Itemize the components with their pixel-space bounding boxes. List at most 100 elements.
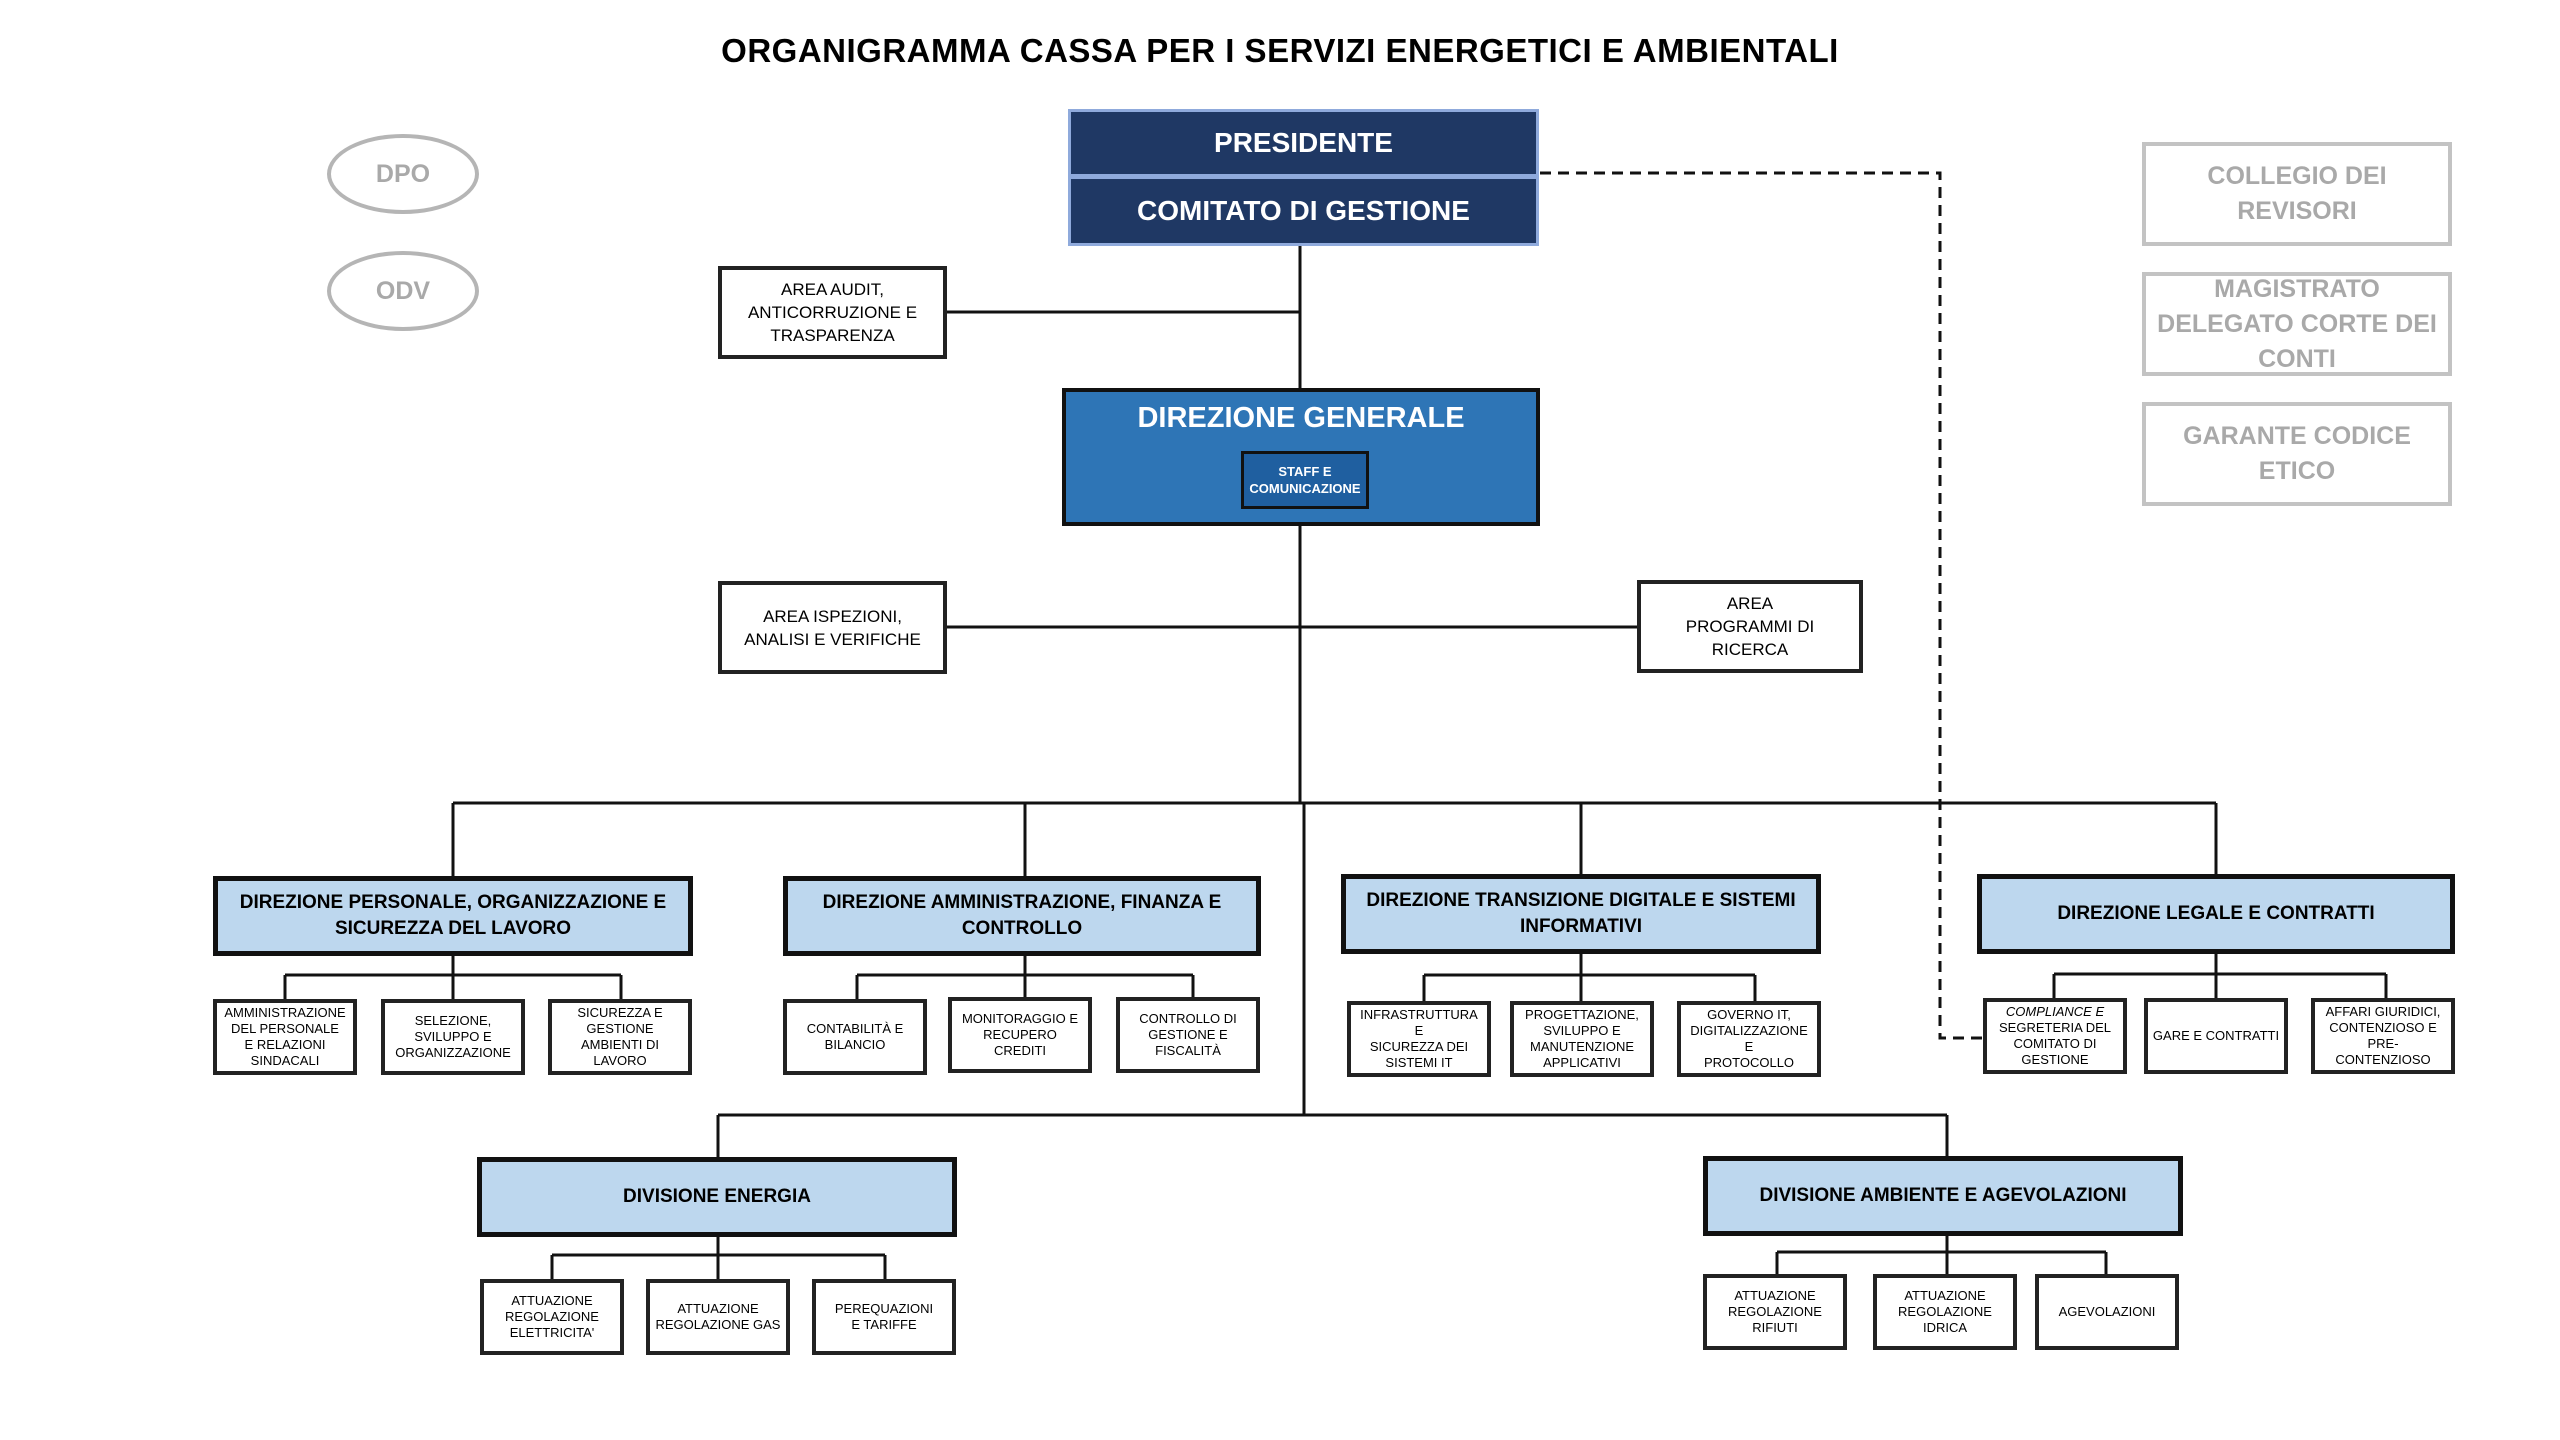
divisione-ambiente-box[interactable]: DIVISIONE AMBIENTE E AGEVOLAZIONI — [1703, 1156, 2183, 1236]
direzione-generale-label: DIREZIONE GENERALE — [1137, 402, 1465, 434]
area-audit-line: ANTICORRUZIONE E — [747, 303, 918, 322]
sub-line: SEGRETERIA DEL — [1999, 1020, 2111, 1035]
sub-line: GESTIONE — [2021, 1052, 2089, 1067]
staff-comunicazione-box[interactable]: STAFF E COMUNICAZIONE — [1241, 451, 1369, 509]
sub-line: REGOLAZIONE — [505, 1309, 599, 1324]
collegio-revisori-box[interactable]: COLLEGIO DEI REVISORI — [2142, 142, 2452, 246]
staff-line: COMUNICAZIONE — [1249, 481, 1361, 496]
sub-line: ATTUAZIONE — [1734, 1288, 1816, 1303]
sub-line: E TARIFFE — [851, 1317, 917, 1332]
sub-line: COMITATO DI — [2013, 1036, 2097, 1051]
area-ispezioni-line: AREA ISPEZIONI, — [763, 606, 902, 626]
sub-line: ATTUAZIONE — [677, 1301, 759, 1316]
sub-regolazione-gas[interactable]: ATTUAZIONE REGOLAZIONE GAS — [646, 1279, 790, 1355]
sub-line: PROGETTAZIONE, — [1525, 1007, 1639, 1022]
direzione-name-line: CONTROLLO — [961, 918, 1083, 939]
sub-sicurezza-ambienti[interactable]: SICUREZZA E GESTIONE AMBIENTI DI LAVORO — [548, 999, 692, 1075]
sub-line: MANUTENZIONE — [1530, 1039, 1634, 1054]
magistrato-line: CONTI — [2258, 344, 2336, 373]
dpo-oval[interactable]: DPO — [327, 134, 479, 214]
sub-line: LAVORO — [593, 1053, 647, 1068]
sub-affari-giuridici[interactable]: AFFARI GIURIDICI, CONTENZIOSO E PRE- CON… — [2311, 998, 2455, 1074]
direzione-name-line: DIREZIONE PERSONALE, ORGANIZZAZIONE E — [239, 892, 667, 913]
sub-line: GOVERNO IT, — [1707, 1007, 1791, 1022]
odv-label: ODV — [375, 276, 431, 305]
sub-selezione-sviluppo[interactable]: SELEZIONE, SVILUPPO E ORGANIZZAZIONE — [381, 999, 525, 1075]
sub-line: DIGITALIZZAZIONE E — [1690, 1023, 1808, 1054]
sub-controllo-gestione[interactable]: CONTROLLO DI GESTIONE E FISCALITÀ — [1116, 997, 1260, 1073]
chart-title: ORGANIGRAMMA CASSA PER I SERVIZI ENERGET… — [721, 32, 1839, 69]
sub-line: REGOLAZIONE RIFIUTI — [1728, 1304, 1822, 1335]
sub-regolazione-idrica[interactable]: ATTUAZIONE REGOLAZIONE IDRICA — [1873, 1274, 2017, 1350]
area-audit-box[interactable]: AREA AUDIT, ANTICORRUZIONE E TRASPARENZA — [718, 266, 947, 359]
magistrato-delegato-box[interactable]: MAGISTRATO DELEGATO CORTE DEI CONTI — [2142, 272, 2452, 376]
magistrato-line: MAGISTRATO — [2214, 274, 2380, 303]
sub-line: GARE E CONTRATTI — [2152, 1028, 2280, 1043]
collegio-revisori-label: COLLEGIO DEI REVISORI — [2207, 162, 2387, 225]
sub-compliance-segreteria[interactable]: COMPLIANCE E SEGRETERIA DEL COMITATO DI … — [1983, 998, 2127, 1074]
odv-oval[interactable]: ODV — [327, 251, 479, 331]
sub-gare-contratti[interactable]: GARE E CONTRATTI — [2144, 998, 2288, 1074]
sub-infrastruttura-it[interactable]: INFRASTRUTTURA E SICUREZZA DEI SISTEMI I… — [1347, 1001, 1491, 1077]
sub-line: AMMINISTRAZIONE — [224, 1005, 346, 1020]
sub-governo-it[interactable]: GOVERNO IT, DIGITALIZZAZIONE E PROTOCOLL… — [1677, 1001, 1821, 1077]
magistrato-line: DELEGATO CORTE DEI — [2157, 309, 2437, 338]
sub-line: APPLICATIVI — [1543, 1055, 1621, 1070]
sub-line: ELETTRICITA' — [509, 1325, 595, 1340]
sub-perequazioni-tariffe[interactable]: PEREQUAZIONI E TARIFFE — [812, 1279, 956, 1355]
area-ispezioni-box[interactable]: AREA ISPEZIONI, ANALISI E VERIFICHE — [718, 581, 947, 674]
sub-contabilita-bilancio[interactable]: CONTABILITÀ E BILANCIO — [783, 999, 927, 1075]
sub-line: SISTEMI IT — [1385, 1055, 1453, 1070]
sub-line: AGEVOLAZIONI — [2058, 1304, 2156, 1319]
sub-line: ATTUAZIONE — [1904, 1288, 1986, 1303]
sub-line: REGOLAZIONE GAS — [655, 1317, 781, 1332]
direzione-legale-box[interactable]: DIREZIONE LEGALE E CONTRATTI — [1977, 874, 2455, 954]
sub-line: E RELAZIONI SINDACALI — [244, 1037, 326, 1068]
sub-regolazione-elettricita[interactable]: ATTUAZIONE REGOLAZIONE ELETTRICITA' — [480, 1279, 624, 1355]
sub-monitoraggio-crediti[interactable]: MONITORAGGIO E RECUPERO CREDITI — [948, 997, 1092, 1073]
area-audit-line: AREA AUDIT, — [781, 280, 884, 299]
sub-progettazione-applicativi[interactable]: PROGETTAZIONE, SVILUPPO E MANUTENZIONE A… — [1510, 1001, 1654, 1077]
sub-line: PEREQUAZIONI — [834, 1301, 934, 1316]
sub-line: GESTIONE E FISCALITÀ — [1148, 1027, 1228, 1058]
area-audit-line: TRASPARENZA — [770, 326, 895, 345]
sub-line: RECUPERO CREDITI — [983, 1027, 1057, 1058]
sub-line: SICUREZZA DEI — [1369, 1039, 1469, 1054]
direzione-name-line: DIREZIONE TRANSIZIONE DIGITALE E SISTEMI — [1366, 890, 1796, 911]
sub-line: CONTROLLO DI — [1139, 1011, 1237, 1026]
area-ispezioni-line: ANALISI E VERIFICHE — [744, 629, 921, 649]
direzione-amministrazione-box[interactable]: DIREZIONE AMMINISTRAZIONE, FINANZA E CON… — [783, 876, 1261, 956]
area-programmi-line: RICERCA — [1711, 640, 1789, 659]
direzione-personale-box[interactable]: DIREZIONE PERSONALE, ORGANIZZAZIONE E SI… — [213, 876, 693, 956]
sub-line: INFRASTRUTTURA E — [1360, 1007, 1478, 1038]
divisione-name-line: DIVISIONE ENERGIA — [623, 1186, 811, 1207]
sub-agevolazioni[interactable]: AGEVOLAZIONI — [2035, 1274, 2179, 1350]
sub-line: ATTUAZIONE — [511, 1293, 593, 1308]
direzione-name-line: DIREZIONE LEGALE E CONTRATTI — [2057, 903, 2375, 924]
sub-amministrazione-personale[interactable]: AMMINISTRAZIONE DEL PERSONALE E RELAZION… — [213, 999, 357, 1075]
sub-line: CONTENZIOSO E PRE- — [2329, 1020, 2437, 1051]
sub-line: CONTABILITÀ E — [806, 1021, 904, 1036]
sub-line: CONTENZIOSO — [2335, 1052, 2431, 1067]
sub-line: SVILUPPO E — [1543, 1023, 1621, 1038]
sub-line: ORGANIZZAZIONE — [395, 1045, 511, 1060]
comitato-gestione-box[interactable]: COMITATO DI GESTIONE — [1068, 176, 1539, 246]
staff-line: STAFF E — [1278, 464, 1332, 479]
sub-line: AFFARI GIURIDICI, — [2325, 1004, 2441, 1019]
sub-line: DEL PERSONALE — [231, 1021, 339, 1036]
direzione-name-line: DIREZIONE AMMINISTRAZIONE, FINANZA E — [822, 892, 1222, 913]
divisione-energia-box[interactable]: DIVISIONE ENERGIA — [477, 1157, 957, 1237]
direzione-name-line: INFORMATIVI — [1519, 916, 1643, 937]
sub-line: BILANCIO — [824, 1037, 886, 1052]
area-programmi-line: PROGRAMMI DI — [1685, 617, 1815, 636]
area-programmi-box[interactable]: AREA PROGRAMMI DI RICERCA — [1637, 580, 1863, 673]
direzione-transizione-digitale-box[interactable]: DIREZIONE TRANSIZIONE DIGITALE E SISTEMI… — [1341, 874, 1821, 954]
comitato-gestione-label: COMITATO DI GESTIONE — [1137, 195, 1470, 226]
garante-codice-etico-box[interactable]: GARANTE CODICE ETICO — [2142, 402, 2452, 506]
presidente-box[interactable]: PRESIDENTE — [1068, 109, 1539, 177]
direzione-generale-box[interactable]: DIREZIONE GENERALE STAFF E COMUNICAZIONE — [1062, 388, 1540, 526]
sub-line: MONITORAGGIO E — [961, 1011, 1079, 1026]
dpo-label: DPO — [375, 159, 431, 188]
sub-regolazione-rifiuti[interactable]: ATTUAZIONE REGOLAZIONE RIFIUTI — [1703, 1274, 1847, 1350]
